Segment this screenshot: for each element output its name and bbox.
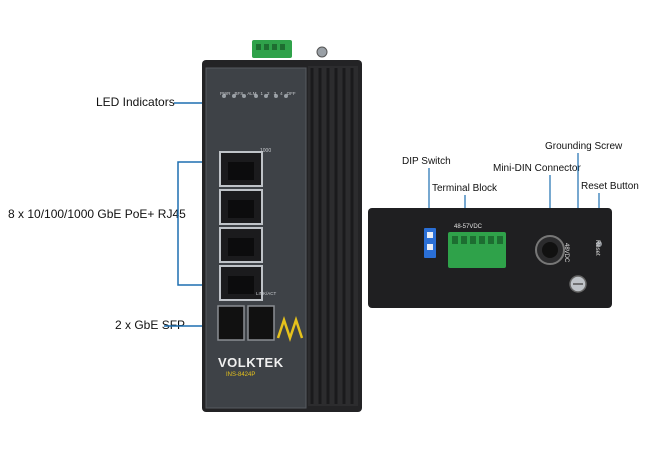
- terminal-block-label: Terminal Block: [432, 183, 498, 194]
- dip-switch-label: DIP Switch: [402, 156, 451, 167]
- led-indicators-label: LED Indicators: [96, 95, 175, 109]
- led-label: PWR: [220, 91, 231, 96]
- sfp-label: 2 x GbE SFP: [115, 318, 186, 332]
- mini-din-label: Mini-DIN Connector: [493, 163, 581, 174]
- led-label: ALM: [247, 91, 257, 96]
- led-label: OFF: [286, 91, 296, 96]
- dc-label: 48VDC: [563, 243, 569, 263]
- model-number: INS-8424P: [226, 372, 256, 378]
- led-label: 1: [260, 91, 264, 96]
- grounding-screw-label: Grounding Screw: [545, 141, 623, 152]
- led-label-row: PWR BFS ALM 1 2 3 4 OFF: [220, 91, 300, 96]
- poe-ports-label: 8 x 10/100/1000 GbE PoE+ RJ45: [8, 207, 186, 221]
- led-label: 3: [273, 91, 277, 96]
- reset-text: Reset: [594, 240, 600, 256]
- led-label: 4: [280, 91, 283, 96]
- brand-logo: VOLKTEK: [218, 355, 284, 370]
- switch-top-view: [368, 208, 612, 308]
- led-label: BFS: [234, 91, 244, 96]
- voltage-label: 48-57VDC: [454, 224, 483, 230]
- reset-button-label: Reset Button: [581, 181, 639, 192]
- switch-front-view: [202, 40, 362, 412]
- link-act-label: LINK/ACT: [256, 291, 277, 296]
- speed-label: 1000: [260, 148, 272, 154]
- led-label: 2: [267, 91, 270, 96]
